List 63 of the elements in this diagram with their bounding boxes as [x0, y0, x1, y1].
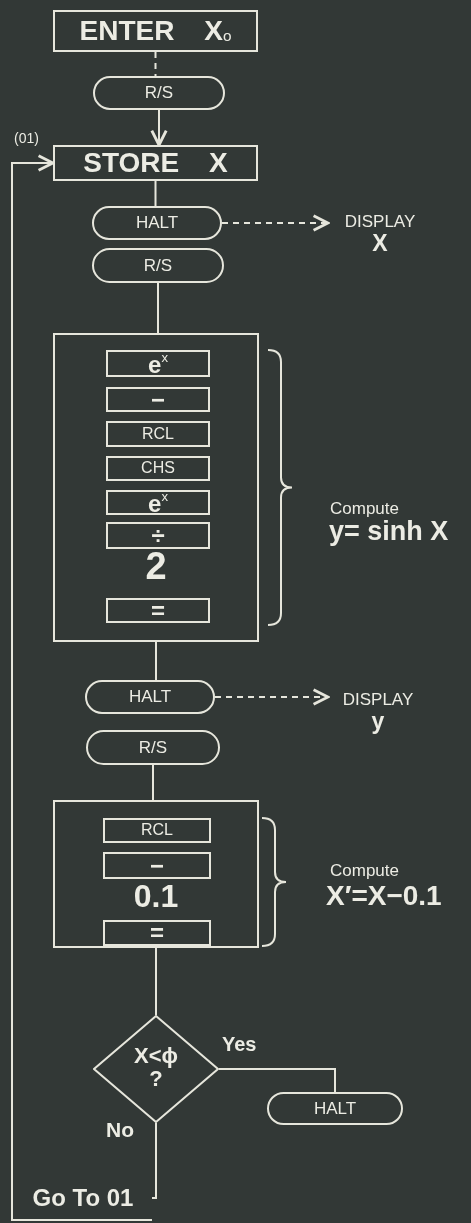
process-box: [53, 333, 259, 642]
step-label: e$^{x}$: [148, 489, 168, 516]
step-label: HALT: [135, 214, 179, 232]
terminal-pill: [92, 206, 222, 240]
note-label: Compute: [330, 500, 399, 517]
step-label: HALT: [128, 688, 172, 706]
step-label: =: [150, 920, 164, 946]
terminal-pill: [92, 248, 224, 283]
edge-label: (01): [14, 131, 39, 145]
connector-line: [154, 51, 157, 77]
terminal-pill: [267, 1092, 403, 1125]
key-box: [106, 490, 210, 515]
output-label: Go To 01: [32, 1185, 134, 1211]
key-box: [103, 818, 211, 843]
output-label: DISPLAY: [342, 691, 414, 709]
arrow: [221, 214, 330, 232]
step-label: R/S: [138, 738, 168, 757]
step-label: −: [151, 386, 165, 413]
key-box: [106, 456, 210, 481]
key-box: [106, 522, 210, 549]
step-label: ÷: [151, 522, 165, 549]
connector-line: [151, 1122, 157, 1199]
step-label: HALT: [313, 1099, 357, 1118]
arrow: [214, 688, 330, 706]
connector-line: [157, 282, 159, 334]
step-label: R/S: [143, 256, 173, 275]
key-box: [103, 852, 211, 879]
step-label: −: [150, 852, 164, 879]
arrow: [11, 154, 153, 1221]
note-label: Compute: [330, 862, 399, 879]
terminal-pill: [85, 680, 215, 714]
connector-line: [218, 1068, 336, 1093]
connector-line: [154, 180, 157, 207]
step-label: RCL: [142, 425, 174, 443]
connector-line: [155, 641, 157, 681]
key-box: [106, 421, 210, 447]
key-box: [103, 920, 211, 946]
terminal-pill: [93, 76, 225, 110]
step-label: R/S: [144, 84, 174, 102]
output-label: DISPLAY: [344, 213, 416, 231]
formula-label: X′=X−0.1: [326, 882, 442, 910]
process-box: [53, 800, 259, 948]
step-label: X<ϕ ?: [133, 1043, 179, 1091]
arrow: [150, 109, 168, 147]
connector-line: [155, 947, 157, 1016]
step-value: 0.1: [132, 880, 180, 914]
output-value: X: [372, 230, 388, 255]
step-value: 2: [144, 547, 168, 587]
key-box: [106, 350, 210, 377]
process-box: [53, 145, 258, 181]
terminal-pill: [86, 730, 220, 765]
step-label: RCL: [141, 822, 173, 839]
key-box: [106, 387, 210, 412]
connector-line: [152, 764, 154, 801]
formula-label: y= sinh X: [329, 518, 449, 545]
step-label: STORE X: [83, 148, 228, 178]
edge-label: Yes: [222, 1034, 257, 1054]
step-label: e$^{x}$: [148, 350, 168, 377]
output-value: y: [371, 708, 385, 733]
step-label: =: [151, 597, 165, 624]
key-box: [106, 598, 210, 623]
process-box: [53, 10, 258, 52]
step-label: CHS: [141, 460, 175, 477]
